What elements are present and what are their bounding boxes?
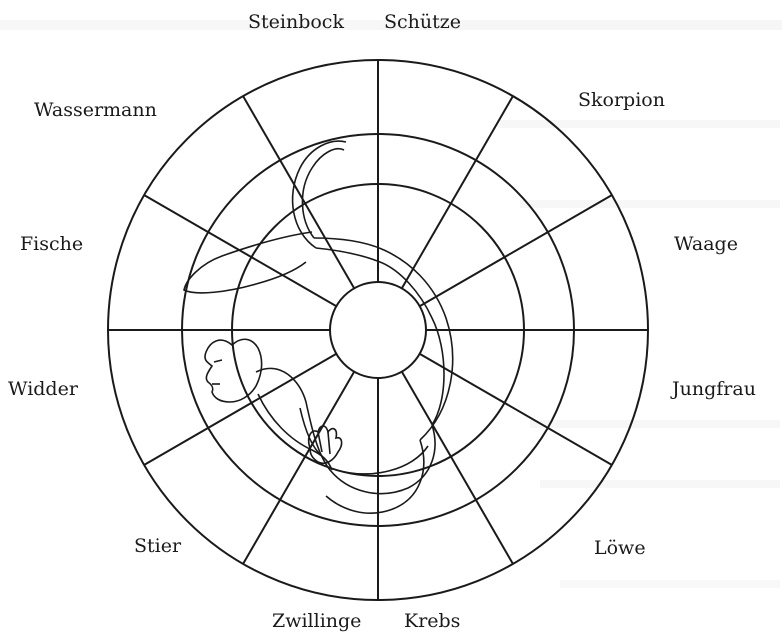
label-skorpion: Skorpion — [578, 89, 665, 111]
label-zwillinge: Zwillinge — [272, 610, 361, 632]
figure-eye — [214, 360, 222, 362]
label-steinbock: Steinbock — [248, 11, 344, 33]
divider-330 — [420, 354, 612, 465]
label-wassermann: Wassermann — [34, 99, 157, 121]
figure-knee — [302, 149, 344, 238]
divider-120 — [243, 96, 354, 288]
divider-240 — [243, 372, 354, 564]
label-waage: Waage — [674, 233, 738, 255]
label-krebs: Krebs — [404, 610, 460, 632]
figure-thigh — [336, 446, 428, 474]
label-loewe: Löwe — [594, 537, 646, 559]
label-widder: Widder — [8, 378, 79, 400]
figure-arm — [258, 394, 332, 470]
figure-leg-lower — [314, 238, 453, 440]
divider-300 — [402, 372, 513, 564]
label-fische: Fische — [20, 233, 83, 255]
center-circle — [330, 282, 426, 378]
label-stier: Stier — [134, 535, 182, 557]
divider-60 — [402, 96, 513, 288]
divider-30 — [420, 195, 612, 306]
label-schuetze: Schütze — [384, 11, 461, 33]
label-jungfrau: Jungfrau — [670, 378, 756, 400]
sector-dividers — [108, 60, 648, 600]
